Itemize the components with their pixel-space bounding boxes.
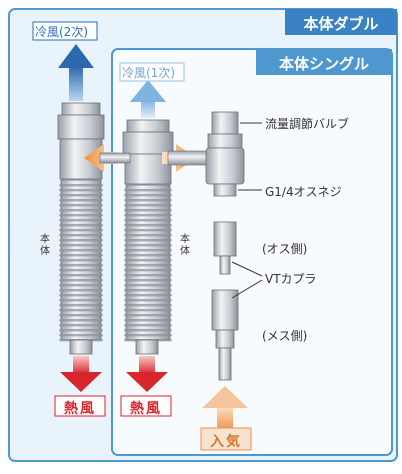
male-side-label: (オス側) (262, 242, 308, 256)
hot-air-left-box (54, 395, 106, 417)
hot-air-arrow-left (60, 356, 102, 392)
g14-thread-label: G1/4オスネジ (265, 185, 342, 199)
single-title: 本体シングル (278, 55, 369, 73)
tube-right (122, 119, 174, 355)
side-outlet-arrows (84, 144, 215, 172)
flow-valve-label: 流量調節バルブ (265, 117, 350, 131)
cold-air-1-label: 冷風(1次) (122, 66, 175, 80)
callout-lines (231, 122, 263, 299)
hot-air-right-box (120, 395, 172, 417)
body-right-label: 本体 (180, 234, 190, 257)
single-title-bg (256, 49, 392, 75)
hot-air-left-label: 熱風 (64, 401, 96, 417)
body-left-label: 本体 (40, 234, 50, 257)
double-title-bg (285, 9, 397, 35)
cold-air-2-label: 冷風(2次) (35, 25, 88, 39)
air-intake-arrow (202, 386, 248, 428)
air-in-box (200, 427, 252, 451)
vt-coupler-male (213, 221, 237, 275)
cold-air-1-box (119, 62, 185, 82)
cold-air-arrow-right (130, 80, 166, 118)
cold-air-arrow-left (58, 44, 94, 101)
air-in-label: 入気 (210, 434, 242, 450)
tube-left (57, 102, 105, 355)
double-title: 本体ダブル (303, 15, 379, 33)
hot-air-right-label: 熱風 (130, 401, 162, 417)
vt-coupler-label: VTカプラ (265, 272, 317, 286)
hot-air-arrow-right (126, 356, 168, 392)
cold-air-2-box (32, 21, 98, 41)
female-side-label: (メス側) (262, 329, 308, 343)
flow-valve (205, 111, 245, 197)
